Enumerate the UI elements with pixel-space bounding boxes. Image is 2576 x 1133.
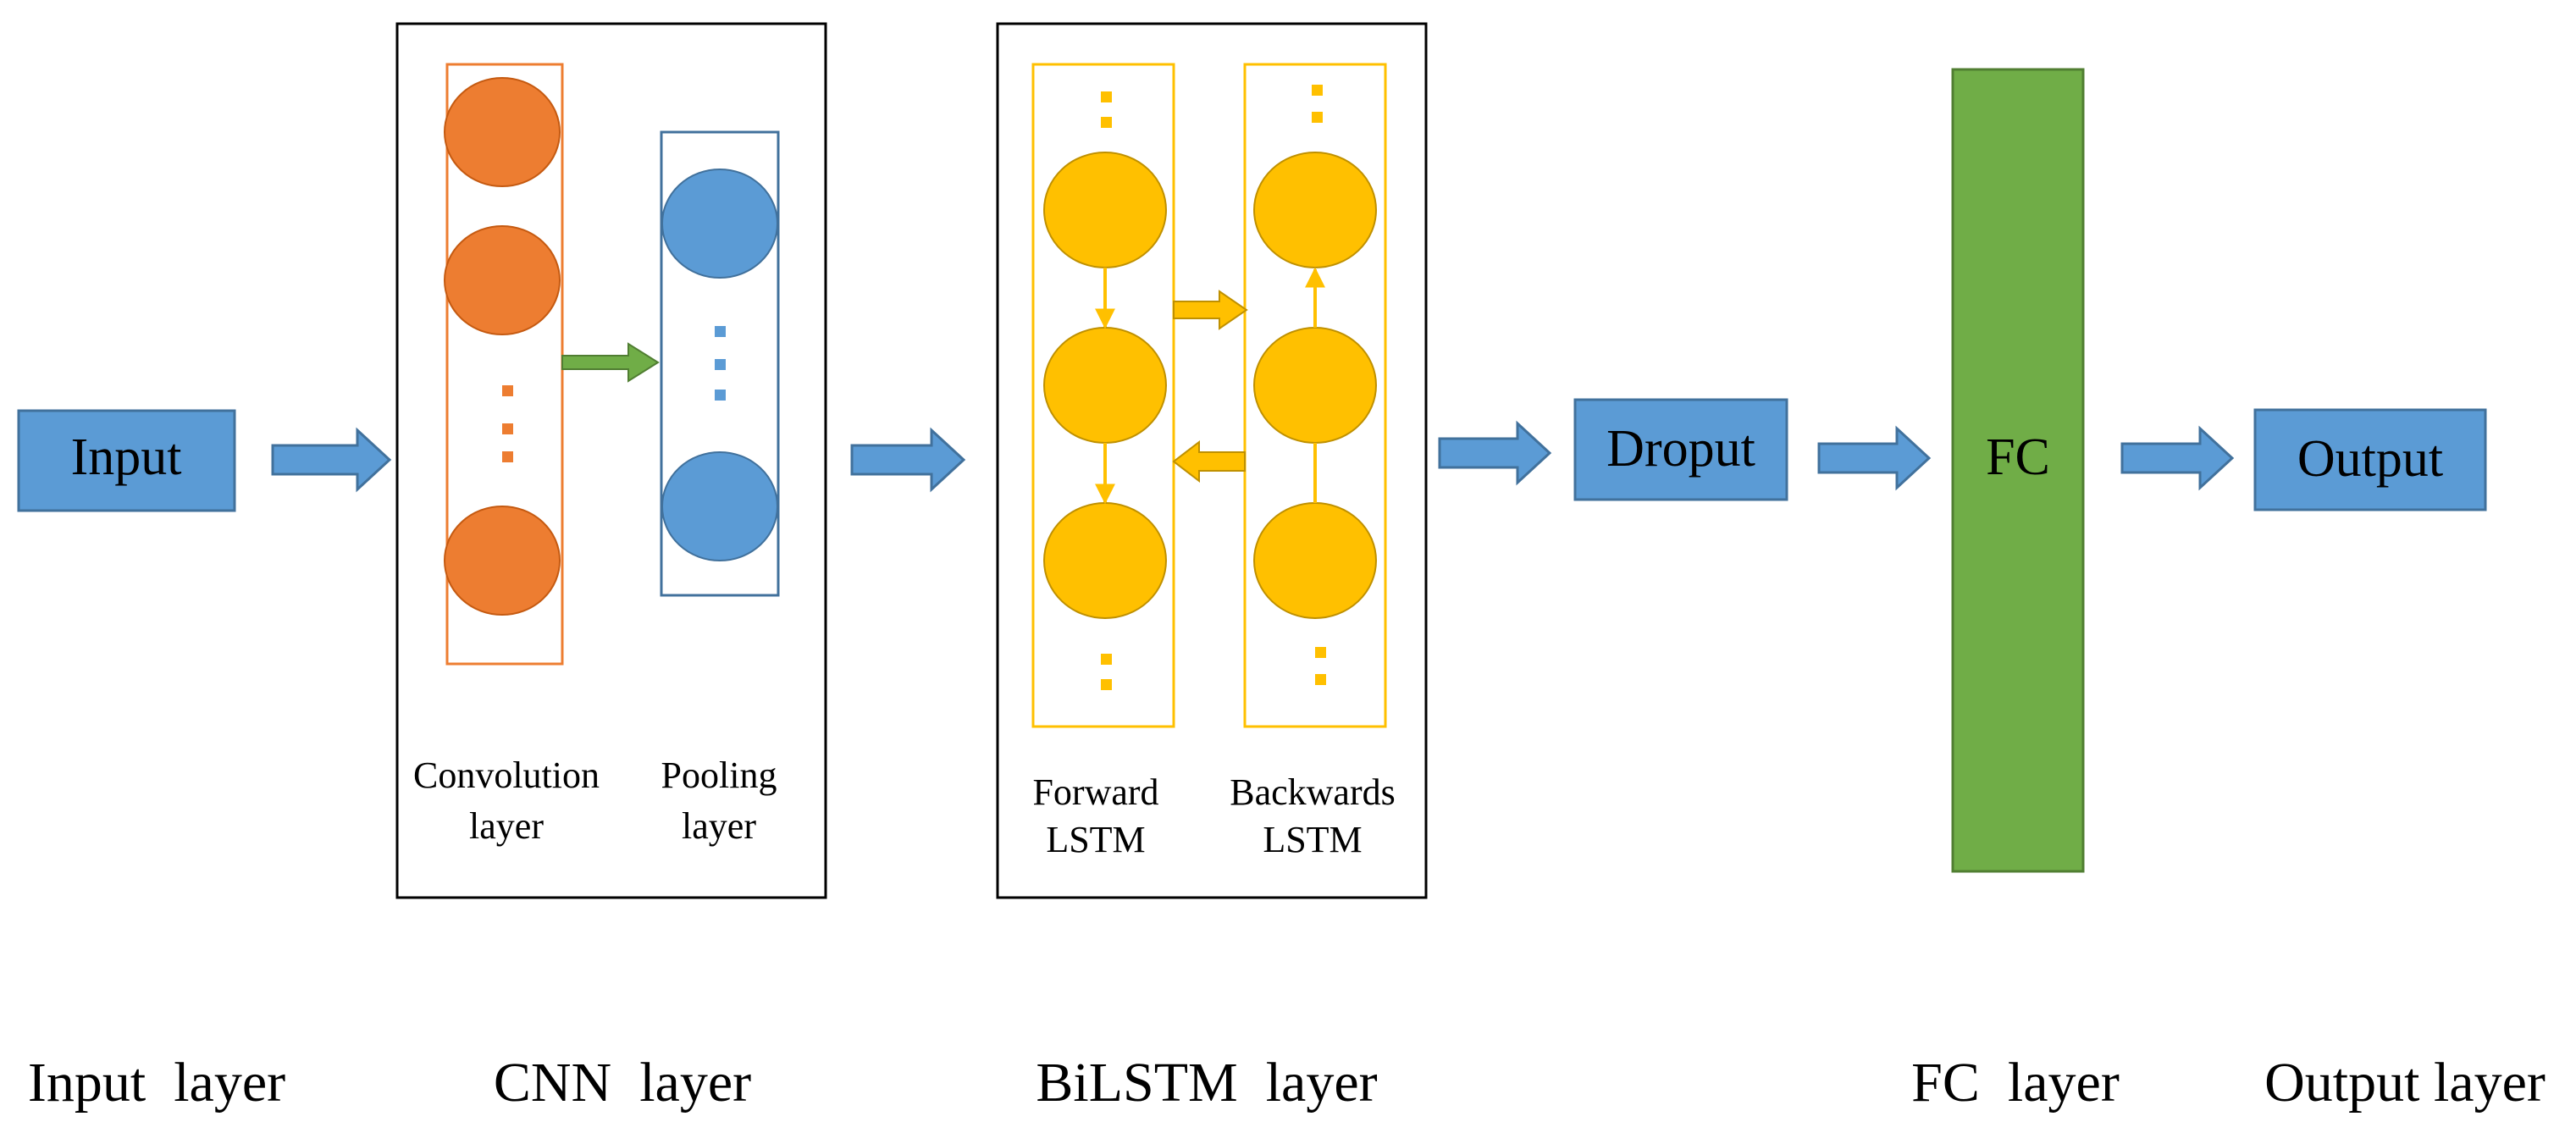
forward-lstm-node: [1043, 327, 1167, 444]
cnn-frame: [395, 22, 827, 899]
output-label: Output: [2297, 430, 2443, 488]
convolution-label-2: layer: [469, 805, 544, 847]
arrow-input-to-cnn: [271, 427, 392, 493]
backward-lstm-node: [1253, 327, 1377, 444]
convolution-node: [444, 506, 561, 616]
backward-ellipsis-bottom: [1315, 647, 1326, 685]
forward-lstm-node: [1043, 502, 1167, 619]
bilstm-frame: [996, 22, 1428, 899]
arrow-dropout-to-fc: [1817, 425, 1932, 491]
forward-lstm-label-2: LSTM: [1046, 819, 1145, 860]
backward-lstm-node: [1253, 502, 1377, 619]
fc-block: FC: [1951, 68, 2085, 873]
output-block: Output: [2253, 408, 2487, 511]
fc-label: FC: [1986, 428, 2050, 486]
forward-ellipsis-bottom: [1101, 654, 1112, 690]
arrow-backward-to-forward: [1172, 439, 1246, 484]
backward-ellipsis-top: [1312, 85, 1323, 123]
pooling-node: [661, 169, 778, 279]
input-label: Input: [71, 428, 182, 486]
backward-lstm-label-2: LSTM: [1263, 819, 1362, 860]
pooling-column: [660, 130, 780, 597]
pooling-ellipsis: [715, 326, 726, 401]
arrow-convolution-to-pooling: [561, 342, 660, 383]
dropout-block: Droput: [1573, 398, 1788, 501]
convolution-node: [444, 225, 561, 335]
backward-lstm-label: Backwards: [1230, 771, 1396, 813]
input-block: Input: [17, 409, 236, 512]
bilstm-layer-label: BiLSTM layer: [1036, 1052, 1377, 1114]
convolution-label: Convolution: [413, 754, 600, 796]
pooling-label-2: layer: [682, 805, 756, 847]
input-layer-label: Input layer: [28, 1052, 285, 1114]
forward-lstm-column: [1031, 63, 1175, 728]
arrow-bilstm-to-dropout: [1438, 420, 1552, 486]
arrow-fc-to-output: [2120, 425, 2235, 491]
arrow-forward-to-backward: [1173, 290, 1248, 330]
forward-lstm-label: Forward: [1032, 771, 1158, 813]
forward-lstm-node: [1043, 152, 1167, 268]
cnn-layer-label: CNN layer: [494, 1052, 751, 1114]
output-layer-label: Output layer: [2264, 1052, 2546, 1114]
convolution-ellipsis: [502, 385, 513, 462]
backward-lstm-node: [1253, 152, 1377, 268]
dropout-label: Droput: [1606, 420, 1755, 478]
fc-layer-label: FC layer: [1911, 1052, 2120, 1114]
pooling-label: Pooling: [661, 754, 777, 796]
convolution-node: [444, 77, 561, 187]
pooling-node: [661, 451, 778, 561]
arrow-cnn-to-bilstm: [850, 427, 966, 493]
backward-lstm-column: [1243, 63, 1387, 728]
forward-ellipsis-top: [1101, 91, 1112, 128]
